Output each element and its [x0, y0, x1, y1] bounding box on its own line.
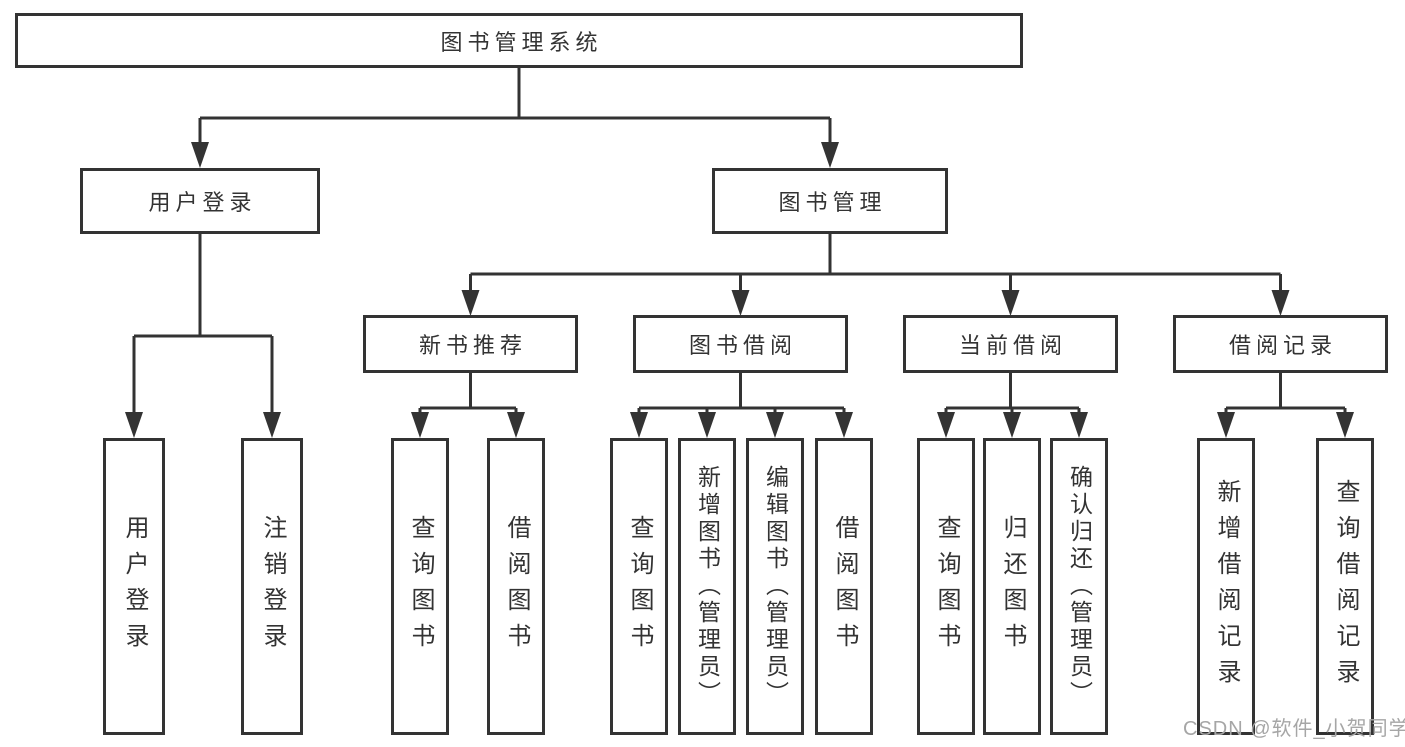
arrowhead	[1070, 412, 1088, 438]
leaf-cb-return-books: 归还图书	[983, 438, 1041, 735]
arrowhead	[630, 412, 648, 438]
leaf-bb-borrow-books: 借阅图书	[815, 438, 873, 735]
leaf-label: 借阅图书	[831, 514, 858, 659]
leaf-nb-borrow-books: 借阅图书	[487, 438, 545, 735]
leaf-label: 借阅图书	[503, 514, 530, 659]
arrowhead	[125, 412, 143, 438]
arrowhead	[1001, 290, 1020, 316]
arrowhead	[411, 412, 429, 438]
arrowhead	[821, 142, 839, 168]
leaf-label: 查询借阅记录	[1332, 478, 1359, 695]
arrowhead	[1336, 412, 1354, 438]
leaf-br-add-record: 新增借阅记录	[1197, 438, 1255, 735]
arrowhead	[1217, 412, 1235, 438]
arrowhead	[263, 412, 281, 438]
connector-new-book-recommend	[418, 373, 518, 416]
connector-book-borrowing	[637, 373, 846, 416]
node-book-management: 图书管理	[712, 168, 948, 234]
leaf-cb-query-books: 查询图书	[917, 438, 975, 735]
connector-book-management	[469, 234, 1282, 294]
arrowhead	[835, 412, 853, 438]
leaf-label: 归还图书	[999, 514, 1026, 659]
leaf-bb-add-books-admin: 新增图书（管理员）	[678, 438, 736, 735]
connector-user-login	[132, 234, 274, 416]
leaf-label: 确认归还（管理员）	[1066, 465, 1093, 708]
leaf-logout: 注销登录	[241, 438, 303, 735]
leaf-label: 查询图书	[626, 514, 653, 659]
leaf-cb-confirm-return-admin: 确认归还（管理员）	[1050, 438, 1108, 735]
leaf-label: 查询图书	[933, 514, 960, 659]
leaf-label: 编辑图书（管理员）	[762, 465, 789, 708]
leaf-bb-query-books: 查询图书	[610, 438, 668, 735]
arrowhead	[1003, 412, 1021, 438]
node-current-borrowing: 当前借阅	[903, 315, 1118, 373]
node-book-borrowing: 图书借阅	[633, 315, 848, 373]
arrowhead	[731, 290, 750, 316]
leaf-nb-query-books: 查询图书	[391, 438, 449, 735]
arrowhead	[937, 412, 955, 438]
arrowhead	[191, 142, 209, 168]
leaf-br-query-record: 查询借阅记录	[1316, 438, 1374, 735]
leaf-label: 新增图书（管理员）	[694, 465, 721, 708]
leaf-label: 注销登录	[259, 514, 286, 659]
connector-borrow-records	[1224, 373, 1347, 416]
arrowhead	[1271, 290, 1290, 316]
arrowhead	[698, 412, 716, 438]
arrowhead	[766, 412, 784, 438]
arrowhead	[507, 412, 525, 438]
leaf-label: 新增借阅记录	[1213, 478, 1240, 695]
arrowhead	[461, 290, 480, 316]
leaf-label: 用户登录	[121, 514, 148, 659]
node-root: 图书管理系统	[15, 13, 1023, 68]
connector-current-borrowing	[944, 373, 1081, 416]
node-new-book-recommend: 新书推荐	[363, 315, 578, 373]
leaf-label: 查询图书	[407, 514, 434, 659]
leaf-bb-edit-books-admin: 编辑图书（管理员）	[746, 438, 804, 735]
node-user-login: 用户登录	[80, 168, 320, 234]
csdn-watermark: CSDN @软件_小贺同学	[1183, 718, 1405, 740]
node-borrow-records: 借阅记录	[1173, 315, 1388, 373]
connector-root	[198, 68, 832, 146]
leaf-user-login: 用户登录	[103, 438, 165, 735]
